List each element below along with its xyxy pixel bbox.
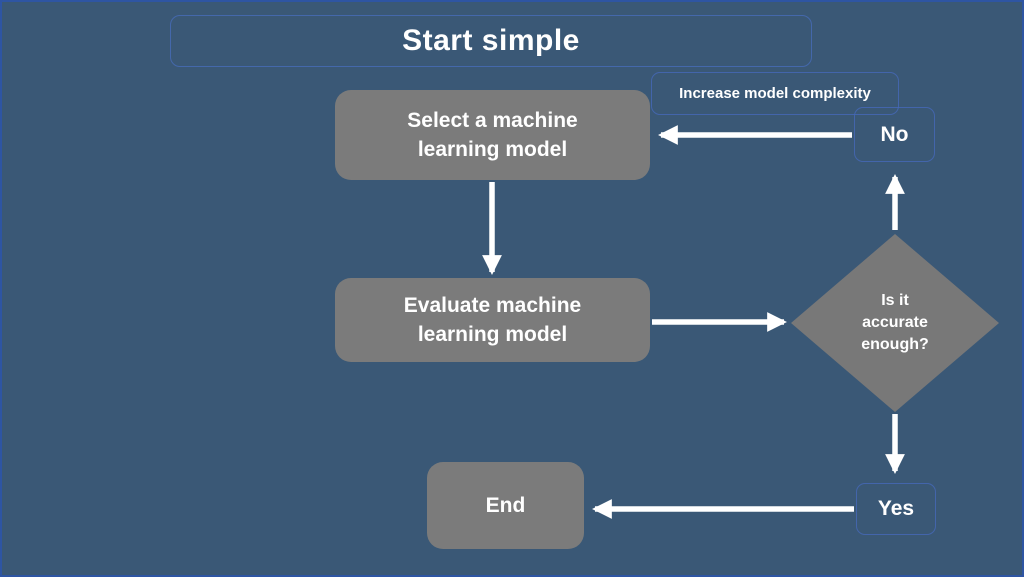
- node-evaluate-model-label: Evaluate machine learning model: [403, 293, 582, 346]
- page-title: Start simple: [402, 24, 580, 57]
- edge-label-increase-complexity: Increase model complexity: [651, 72, 899, 115]
- edge-label-yes: Yes: [856, 483, 936, 535]
- node-decision-label: Is it accurate enough?: [861, 291, 929, 354]
- node-select-model-label: Select a machine learning model: [407, 108, 578, 161]
- edge-label-no: No: [854, 107, 935, 162]
- edge-label-yes-text: Yes: [877, 497, 915, 520]
- edge-label-increase-complexity-text: Increase model complexity: [679, 85, 871, 102]
- node-select-model: Select a machine learning model: [335, 90, 650, 180]
- node-evaluate-model: Evaluate machine learning model: [335, 278, 650, 362]
- node-end-label: End: [485, 493, 526, 517]
- edge-label-no-text: No: [880, 122, 909, 146]
- title-container: Start simple: [170, 15, 812, 67]
- node-end: End: [427, 462, 584, 549]
